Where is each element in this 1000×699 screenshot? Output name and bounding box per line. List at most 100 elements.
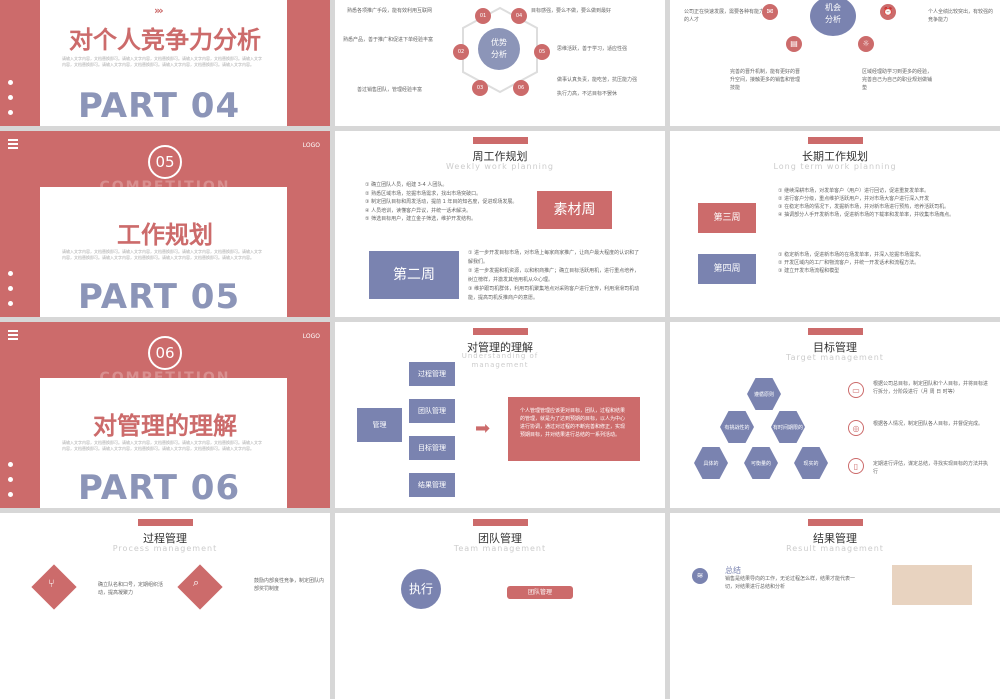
adv-num-04: 04: [511, 8, 527, 24]
part04-label: PART 04: [78, 86, 241, 126]
menu-icon[interactable]: [8, 330, 18, 342]
adv-right-4: 执行力高，不达目标不罢休: [557, 91, 618, 97]
item-target: 目标管理: [409, 436, 455, 460]
slide-target-management[interactable]: 目标管理 Target management 遵循原则 有挑战性的 有时间期限的…: [670, 322, 1000, 508]
adv-num-01: 01: [475, 8, 491, 24]
chevrons: ›››: [154, 4, 164, 17]
adv-left-1: 熟悉各项推广手段，能有效利用互联网: [347, 8, 433, 14]
result-subtitle: Result management: [786, 544, 884, 553]
target-item-1: 根据公司总目标，制定团队和个人目标，并将目标进行拆分，分阶段进行（月 周 日 时…: [873, 381, 989, 395]
longterm-list-2: ① 稳定新市场，促进新市场的在场发单率，并深入挖掘市场需求。② 开发区域内的工厂…: [778, 252, 925, 274]
slide-result-management[interactable]: 结果管理 Result management ≋ 总结 销售是结果导向的工作，无…: [670, 513, 1000, 699]
part05-title: 工作规划: [117, 221, 213, 249]
part06-label: PART 06: [78, 468, 241, 508]
title-bar: [473, 328, 528, 335]
idea-icon: ☼: [858, 36, 874, 52]
result-heading: 总结: [725, 566, 741, 575]
title-bar: [808, 519, 863, 526]
slide-weekly-plan[interactable]: 周工作规划 Weekly work planning ① 确立团队人员，组建 3…: [335, 131, 665, 317]
slide-dots: [8, 462, 13, 507]
mail-icon: ✉: [762, 4, 778, 20]
target-title: 目标管理: [813, 341, 857, 354]
adv-left-2: 熟悉产品，善于推广和促进下单经验丰富: [343, 37, 434, 43]
understanding-title: 对管理的理解: [467, 341, 533, 354]
hexagon-ring: [462, 6, 538, 94]
longterm-subtitle: Long term work planning: [773, 162, 897, 171]
logo: LOGO: [302, 142, 320, 149]
hex-time-bound: 有时间期限的: [771, 411, 805, 443]
title-bar: [808, 328, 863, 335]
understanding-desc: 个人管理管理应该更对目标，团队，过程和结果的管理，就是为了达到预期的目标，以人为…: [508, 397, 640, 461]
slide-opportunity-analysis[interactable]: 公司正在快速发展，需要各种有能力的人才 个人全绩比较突出，有较强的竞争能力 完善…: [670, 0, 1000, 126]
title-bar: [138, 519, 193, 526]
weekly-subtitle: Weekly work planning: [445, 162, 555, 171]
section-number: 06: [148, 336, 182, 370]
longterm-title: 长期工作规划: [802, 150, 868, 163]
hex-realistic: 现实的: [794, 447, 828, 479]
part04-panel: [40, 0, 287, 126]
slide-team-management[interactable]: 团队管理 Team management 执行 团队管理: [335, 513, 665, 699]
adv-num-03: 03: [472, 80, 488, 96]
hex-principle: 遵循原则: [747, 378, 781, 410]
hex-challenging: 有挑战性的: [720, 411, 754, 443]
hex-measurable: 可衡量的: [744, 447, 778, 479]
adv-right-1: 目标感强，要么不做，要么做到最好: [531, 8, 612, 14]
week2-box: 第二周: [369, 251, 459, 299]
slide-part05[interactable]: LOGO 05 COMPETITION 工作规划 请输入文字内容，文档替换即可。…: [0, 131, 330, 317]
weekly-title: 周工作规划: [472, 150, 528, 163]
adv-num-06: 06: [513, 80, 529, 96]
search-icon: ⌕: [193, 576, 200, 589]
phone-icon: ▯: [848, 458, 864, 474]
slide-longterm-plan[interactable]: 长期工作规划 Long term work planning 第三周 第四周 ①…: [670, 131, 1000, 317]
opportunity-center: 机会分析: [810, 0, 856, 36]
weekly-list-2: ① 进一步开发目标市场，对市场上每家商家推广，让商户最大程度的认识和了解我们。②…: [468, 250, 640, 301]
target-item-3: 定期进行评估，谋定总结，寻找实现目标的方法并执行: [873, 461, 989, 475]
item-team: 团队管理: [409, 399, 455, 423]
opp-right-top: 个人全绩比较突出，有较强的竞争能力: [928, 9, 994, 23]
longterm-list-1: ① 继续深耕市场，对发单客户（用户）进行回访，促进重复发单率。② 进行客户分级，…: [778, 188, 955, 218]
slide-advantage-analysis[interactable]: 熟悉各项推广手段，能有效利用互联网 熟悉产品，善于推广和促进下单经验丰富 善过销…: [335, 0, 665, 126]
logo: LOGO: [302, 333, 320, 340]
hex-specific: 具体的: [694, 447, 728, 479]
process-subtitle: Process management: [112, 544, 218, 553]
target-subtitle: Target management: [786, 353, 884, 362]
week1-box: 素材周: [537, 191, 612, 229]
title-bar: [473, 137, 528, 144]
slide-part04[interactable]: ››› 对个人竞争力分析 请输入文字内容，文档替换即可。请输入文字内容，文档替换…: [0, 0, 330, 126]
title-bar: [473, 519, 528, 526]
slide-part06[interactable]: LOGO 06 COMPETITION 对管理的理解 请输入文字内容，文档替换即…: [0, 322, 330, 508]
opp-left-top: 公司正在快速发展，需要各种有能力的人才: [684, 9, 765, 23]
team-subtitle: Team management: [453, 544, 547, 553]
slide-process-management[interactable]: 过程管理 Process management ⑂ ⌕ 确立队名和口号，定期组织…: [0, 513, 330, 699]
process-text-2: 鼓励内部良性竞争，制定团队内部奖罚制度: [254, 578, 325, 592]
title-bar: [808, 137, 863, 144]
opp-right-bottom: 区域经理助学习到更多的经验，完善自己为自己的职业规划做铺垫: [862, 69, 933, 91]
advantage-center: 优势分析: [478, 28, 520, 70]
execute-circle: 执行: [401, 569, 441, 609]
slide-dots: [8, 80, 13, 125]
adv-num-05: 05: [534, 44, 550, 60]
process-text-1: 确立队名和口号，定期组织活动，提高凝聚力: [98, 582, 164, 596]
part06-title: 对管理的理解: [93, 412, 237, 440]
opp-left-bottom: 完善的晋升机制，能有更好的晋升空间，接触更多的销售和管理技能: [730, 69, 801, 91]
arrow-right-icon: ➡: [475, 418, 491, 439]
management-root: 管理: [357, 408, 402, 442]
part05-label: PART 05: [78, 277, 241, 317]
result-title: 结果管理: [813, 532, 857, 545]
target-item-2: 根据各人情况，制定团队各人目标，并督促完成。: [873, 421, 984, 427]
part06-panel: [40, 378, 287, 508]
week4-box: 第四周: [698, 254, 756, 284]
item-result: 结果管理: [409, 473, 455, 497]
menu-icon[interactable]: [8, 139, 18, 151]
section-number: 05: [148, 145, 182, 179]
adv-right-3: 做事认真负责，能吃苦，抗压能力强: [557, 77, 638, 83]
alarm-icon: ⏰: [880, 4, 896, 20]
chat-icon: ▤: [786, 36, 802, 52]
adv-num-02: 02: [453, 44, 469, 60]
part04-placeholder: 请输入文字内容，文档替换即可。请输入文字内容，文档替换即可。请输入文字内容，文档…: [62, 56, 262, 67]
monitor-icon: ▭: [848, 382, 864, 398]
part06-placeholder: 请输入文字内容，文档替换即可。请输入文字内容，文档替换即可。请输入文字内容，文档…: [62, 440, 262, 451]
adv-right-2: 思维活跃，善于学习，适应性强: [557, 46, 628, 52]
